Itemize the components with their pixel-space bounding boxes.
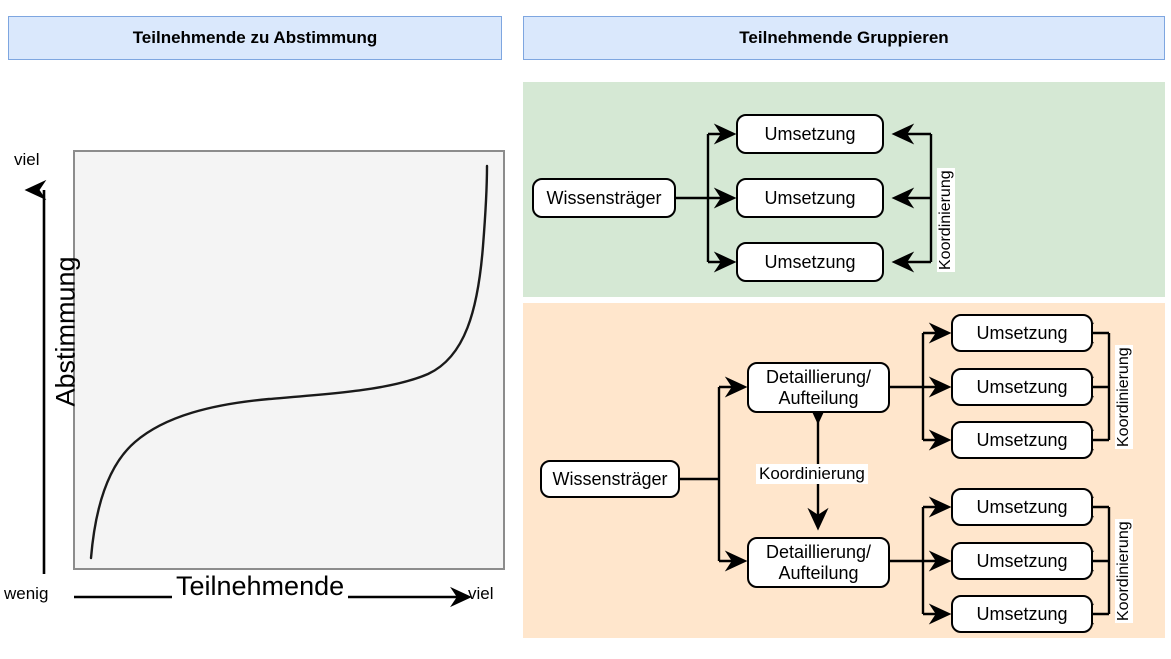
orange-node-wissenstraeger-label: Wissensträger xyxy=(552,468,668,489)
orange-node-detaillierung-bottom[interactable]: Detaillierung/ Aufteilung xyxy=(747,537,890,588)
green-node-umsetzung-1-label: Umsetzung xyxy=(764,123,856,144)
green-node-umsetzung-3-label: Umsetzung xyxy=(764,251,856,272)
chart-y-axis-title: Abstimmung xyxy=(50,256,81,407)
chart-x-tick-viel: viel xyxy=(468,584,494,603)
orange-bottom-coordination-label: Koordinierung xyxy=(1115,519,1133,623)
panel-header-right: Teilnehmende Gruppieren xyxy=(523,16,1165,60)
orange-bottom-node-umsetzung-3-label: Umsetzung xyxy=(976,603,1068,624)
orange-top-coordination-label: Koordinierung xyxy=(1115,345,1133,449)
diagram-orange-split-groups: Wissensträger Detaillierung/ Aufteilung … xyxy=(523,303,1165,638)
chart-y-tick-viel: viel xyxy=(14,150,40,169)
green-edges xyxy=(676,123,933,273)
orange-bottom-node-umsetzung-1[interactable]: Umsetzung xyxy=(951,488,1093,526)
orange-node-detaillierung-top-line2: Aufteilung xyxy=(778,387,859,408)
orange-bottom-node-umsetzung-3[interactable]: Umsetzung xyxy=(951,595,1093,633)
chart-curve xyxy=(89,164,489,560)
orange-top-node-umsetzung-2-label: Umsetzung xyxy=(976,376,1068,397)
orange-bottom-node-umsetzung-2[interactable]: Umsetzung xyxy=(951,542,1093,580)
orange-bottom-node-umsetzung-1-label: Umsetzung xyxy=(976,496,1068,517)
diagram-green-simple-group: Wissensträger Umsetzung Umsetzung Umsetz… xyxy=(523,82,1165,297)
green-node-wissenstraeger-label: Wissensträger xyxy=(546,187,662,208)
orange-top-node-umsetzung-3-label: Umsetzung xyxy=(976,429,1068,450)
orange-top-node-umsetzung-3[interactable]: Umsetzung xyxy=(951,421,1093,459)
panel-header-left-label: Teilnehmende zu Abstimmung xyxy=(132,28,378,47)
green-node-umsetzung-2[interactable]: Umsetzung xyxy=(736,178,884,218)
orange-node-detaillierung-top[interactable]: Detaillierung/ Aufteilung xyxy=(747,362,890,413)
chart-y-axis xyxy=(24,179,47,574)
orange-node-detaillierung-top-line1: Detaillierung/ xyxy=(765,367,872,388)
orange-node-wissenstraeger[interactable]: Wissensträger xyxy=(540,460,680,498)
panel-header-right-label: Teilnehmende Gruppieren xyxy=(739,28,949,47)
orange-node-detaillierung-bottom-line1: Detaillierung/ xyxy=(765,542,872,563)
green-node-umsetzung-2-label: Umsetzung xyxy=(764,187,856,208)
orange-top-node-umsetzung-2[interactable]: Umsetzung xyxy=(951,368,1093,406)
green-coordination-label: Koordinierung xyxy=(937,168,955,272)
orange-center-coordination-label: Koordinierung xyxy=(756,464,868,484)
green-node-umsetzung-1[interactable]: Umsetzung xyxy=(736,114,884,154)
orange-top-node-umsetzung-1-label: Umsetzung xyxy=(976,322,1068,343)
green-node-umsetzung-3[interactable]: Umsetzung xyxy=(736,242,884,282)
chart-x-axis-title: Teilnehmende xyxy=(172,571,349,602)
orange-top-node-umsetzung-1[interactable]: Umsetzung xyxy=(951,314,1093,352)
chart-teilnehmende-zu-abstimmung: viel wenig viel Abstimmung Teilnehmende xyxy=(0,66,512,626)
chart-plot-area xyxy=(73,150,505,570)
chart-x-tick-wenig: wenig xyxy=(4,584,49,603)
orange-bottom-node-umsetzung-2-label: Umsetzung xyxy=(976,550,1068,571)
orange-node-detaillierung-bottom-line2: Aufteilung xyxy=(778,562,859,583)
panel-header-left: Teilnehmende zu Abstimmung xyxy=(8,16,502,60)
green-node-wissenstraeger[interactable]: Wissensträger xyxy=(532,178,676,218)
